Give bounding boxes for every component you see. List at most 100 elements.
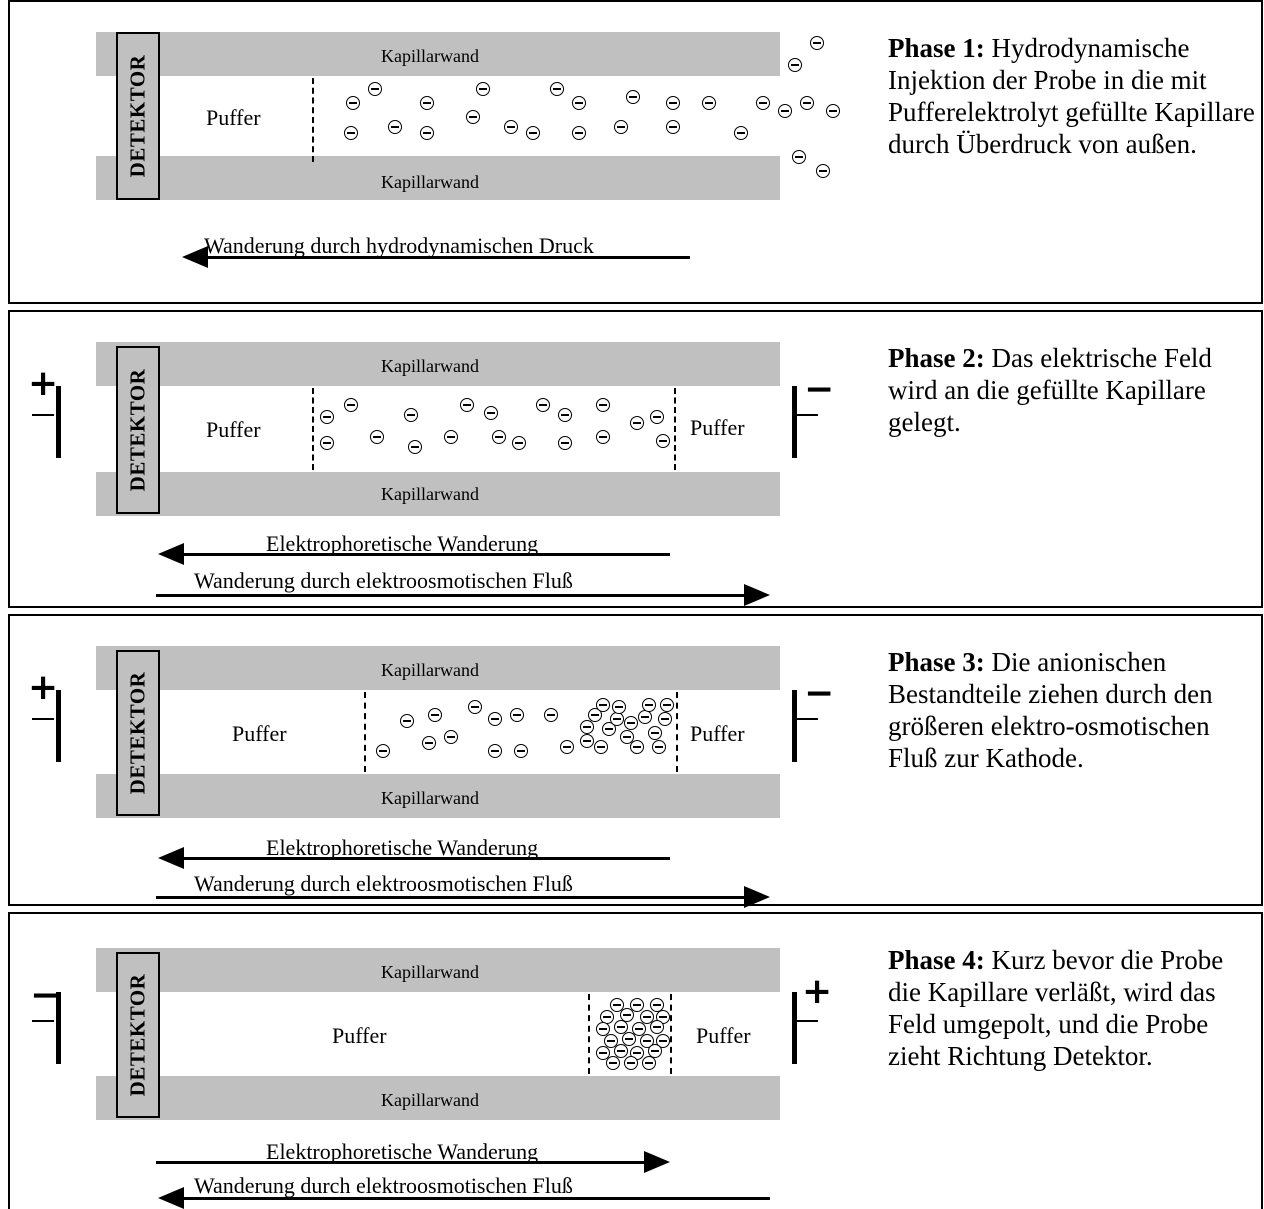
anion-icon — [558, 408, 572, 422]
wall-label-top: Kapillarwand — [381, 962, 479, 982]
anion-icon — [660, 698, 674, 712]
anion-icon — [792, 150, 806, 164]
anion-icon — [388, 120, 402, 134]
anion-icon — [642, 1056, 656, 1070]
buffer-label-left: Puffer — [232, 721, 287, 746]
anion-icon — [630, 998, 644, 1012]
electrode-stem — [32, 718, 54, 720]
anion-icon — [630, 416, 644, 430]
electrode-plate — [792, 992, 797, 1064]
detector-label: DETEKTOR — [125, 671, 150, 795]
anion-icon — [642, 698, 656, 712]
anion-icon — [624, 716, 638, 730]
buffer-label-left: Puffer — [206, 417, 261, 442]
anion-icon — [610, 998, 624, 1012]
anion-icon — [624, 1056, 638, 1070]
electrode-stem — [796, 1020, 818, 1022]
arrow-label-electrophoretic: Elektrophoretische Wanderung — [266, 531, 539, 556]
anion-icon — [602, 722, 616, 736]
anion-icon — [620, 1008, 634, 1022]
wall-label-top: Kapillarwand — [381, 46, 479, 66]
anion-icon — [320, 436, 334, 450]
anion-icon — [320, 410, 334, 424]
anion-icon — [610, 712, 624, 726]
anion-icon — [656, 434, 670, 448]
anion-icon — [376, 744, 390, 758]
detector: DETEKTOR — [116, 952, 160, 1118]
anion-icon — [368, 82, 382, 96]
capillary-wall-bottom — [96, 472, 780, 516]
arrow-electroosmotic — [158, 1187, 770, 1209]
wall-label-bottom: Kapillarwand — [381, 1090, 479, 1110]
phase-2-title: Phase 2: — [888, 343, 985, 373]
phase-1-text: Hydrodynamische Injektion der Probe in d… — [888, 33, 1255, 159]
anion-icon — [572, 96, 586, 110]
capillary-wall-bottom — [96, 774, 780, 818]
anion-icon — [596, 430, 610, 444]
anion-icon — [510, 708, 524, 722]
anion-icon — [626, 90, 640, 104]
detector-label: DETEKTOR — [125, 368, 150, 492]
detector: DETEKTOR — [116, 650, 160, 816]
wall-label-top: Kapillarwand — [381, 356, 479, 376]
sample-boundary-left — [312, 388, 314, 470]
buffer-label-right: Puffer — [690, 415, 745, 440]
anion-icon — [594, 740, 608, 754]
phase-4-capillary: − Kapillarwand Kapillarwand DETEKTOR Puf… — [10, 914, 870, 1209]
anion-icon — [466, 110, 480, 124]
anion-icon — [408, 440, 422, 454]
phase-2-text: Das elektrische Feld wird an die gefüllt… — [888, 343, 1212, 437]
anion-icon — [460, 398, 474, 412]
anion-icon — [536, 398, 550, 412]
arrow-label-electroosmotic: Wanderung durch elektroosmotischen Fluß — [194, 568, 573, 593]
phase-2-panel: + Kapillarwand Kapillarwand DETEKTOR Puf… — [8, 310, 1263, 608]
sample-boundary-right — [674, 388, 676, 470]
phase-3-panel: + Kapillarwand Kapillarwand DETEKTOR Puf… — [8, 614, 1263, 908]
anion-icon — [400, 714, 414, 728]
detector-label: DETEKTOR — [125, 973, 150, 1097]
arrow-electrophoretic — [158, 847, 670, 869]
electrode-stem — [32, 1020, 54, 1022]
phase-1-capillary: Kapillarwand Kapillarwand DETEKTOR Puffe… — [10, 2, 870, 302]
anion-icon — [656, 1034, 670, 1048]
anion-icon — [620, 730, 634, 744]
wall-label-bottom: Kapillarwand — [381, 484, 479, 504]
electrode-plate — [56, 992, 61, 1064]
electrode-right-sign: − — [804, 673, 835, 714]
detector: DETEKTOR — [116, 346, 160, 514]
arrow-hydrodynamic — [182, 246, 690, 268]
electrode-stem — [796, 414, 818, 416]
sample-boundary-right — [676, 692, 678, 772]
arrow-label-hydrodynamic: Wanderung durch hydrodynamischen Druck — [204, 233, 594, 258]
anion-icon — [504, 120, 518, 134]
capillary-wall-top — [96, 646, 780, 690]
arrow-label-electroosmotic: Wanderung durch elektroosmotischen Fluß — [194, 1173, 573, 1198]
electrode-stem — [32, 414, 54, 416]
anion-icon — [658, 712, 672, 726]
anion-icon — [488, 712, 502, 726]
anion-icon — [734, 126, 748, 140]
anion-icon — [630, 740, 644, 754]
anion-icon — [800, 96, 814, 110]
anion-icon — [596, 1022, 610, 1036]
capillary-wall-top — [96, 32, 780, 76]
anion-icon — [778, 104, 792, 118]
electrode-plate — [792, 386, 797, 458]
phase-3-text: Die anionischen Bestandteile ziehen durc… — [888, 647, 1213, 773]
anion-icon — [512, 436, 526, 450]
anion-icon — [614, 120, 628, 134]
electrode-right-sign: − — [804, 369, 835, 410]
anion-icon — [826, 104, 840, 118]
arrow-electrophoretic — [156, 1151, 670, 1173]
sample-boundary-left — [364, 692, 366, 772]
anion-icon — [640, 1010, 654, 1024]
anion-icon — [484, 406, 498, 420]
anion-icon — [588, 708, 602, 722]
capillary-wall-top — [96, 948, 780, 992]
sample-boundary-left — [588, 994, 590, 1074]
phase-4-title: Phase 4: — [888, 945, 985, 975]
anion-icon — [346, 96, 360, 110]
anion-icon — [526, 126, 540, 140]
capillary-wall-bottom — [96, 1076, 780, 1120]
phase-4-panel: − Kapillarwand Kapillarwand DETEKTOR Puf… — [8, 912, 1263, 1209]
